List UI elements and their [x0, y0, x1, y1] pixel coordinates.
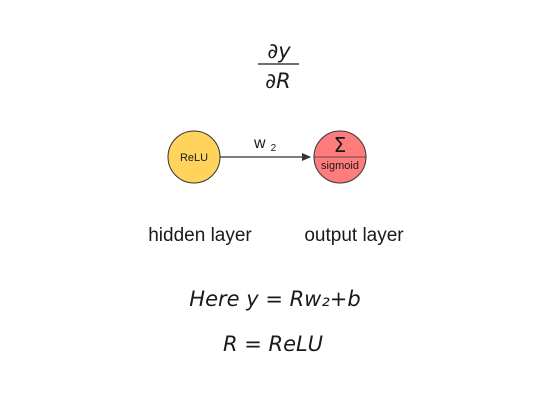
output-node-label: sigmoid: [321, 160, 359, 172]
hidden-node: ReLU: [167, 130, 221, 184]
sigma-icon: Σ: [334, 133, 347, 157]
derivative-fraction: ∂y ∂R: [258, 39, 299, 93]
weight-base: w: [253, 135, 266, 152]
derivative-numerator: ∂y: [267, 39, 291, 63]
weight-subscript: 2: [271, 143, 277, 154]
hidden-layer-label: hidden layer: [148, 225, 252, 246]
hidden-node-label: ReLU: [180, 152, 208, 164]
equation-line-2: R = ReLU: [223, 332, 323, 356]
derivative-denominator: ∂R: [265, 69, 290, 93]
output-node: Σ sigmoid: [313, 130, 367, 184]
hidden-node-circle: [167, 130, 221, 184]
output-layer-label: output layer: [304, 225, 404, 246]
equation-line-1: Here y = Rw₂+b: [189, 287, 360, 311]
